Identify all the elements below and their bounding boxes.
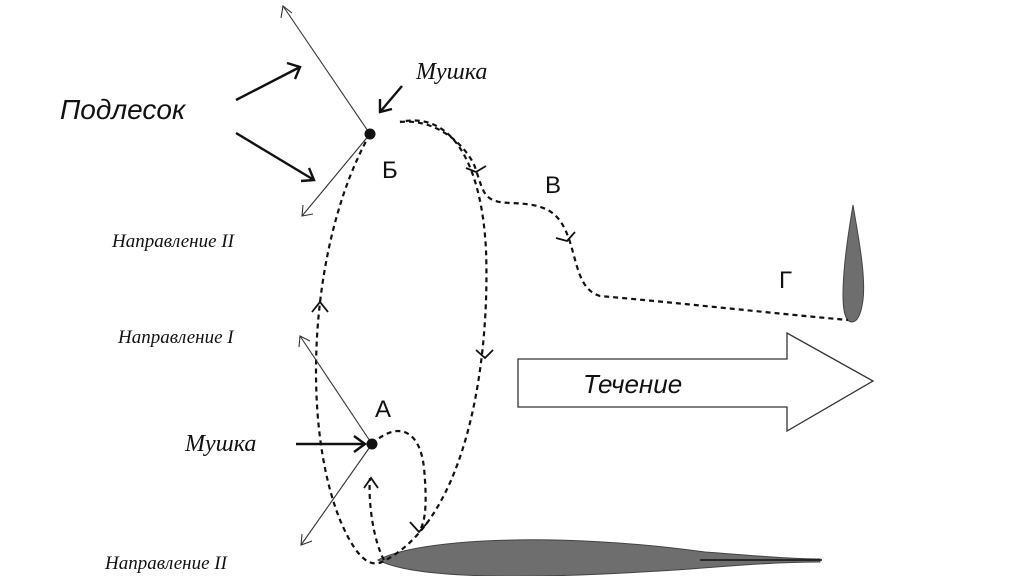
point-v-label: В: [545, 172, 561, 199]
fish-right: [842, 204, 865, 323]
chevron-upper-right: [465, 165, 487, 174]
current-arrow: [517, 331, 875, 433]
chevron-small-up: [363, 476, 379, 489]
point-a-label: А: [375, 396, 391, 423]
direction-i-label: Направление I: [117, 327, 235, 348]
undergrowth-label: Подлесок: [60, 94, 187, 125]
fish-bottom: [376, 539, 821, 576]
chevron-up-left: [311, 300, 329, 313]
point-g-label: Г: [779, 267, 792, 294]
point-b-dot: [364, 128, 376, 140]
direction-ii-top-label: Направление II: [111, 231, 236, 252]
drift-path-big-loop: [314, 119, 488, 565]
point-b-label: Б: [382, 157, 398, 184]
chevron-down-loop: [475, 349, 494, 360]
direction-ii-bottom-label: Направление II: [104, 553, 229, 574]
fly-label-bottom: Мушка: [184, 431, 256, 457]
drift-path-to-g: [399, 120, 849, 322]
chevron-small-down: [409, 521, 429, 534]
current-label: Течение: [583, 369, 682, 399]
fly-label-top: Мушка: [415, 59, 487, 85]
chevron-v: [555, 231, 576, 243]
point-a-dot: [366, 438, 378, 450]
drift-path-small-up: [368, 477, 385, 561]
drift-path-small-loop: [371, 430, 427, 531]
